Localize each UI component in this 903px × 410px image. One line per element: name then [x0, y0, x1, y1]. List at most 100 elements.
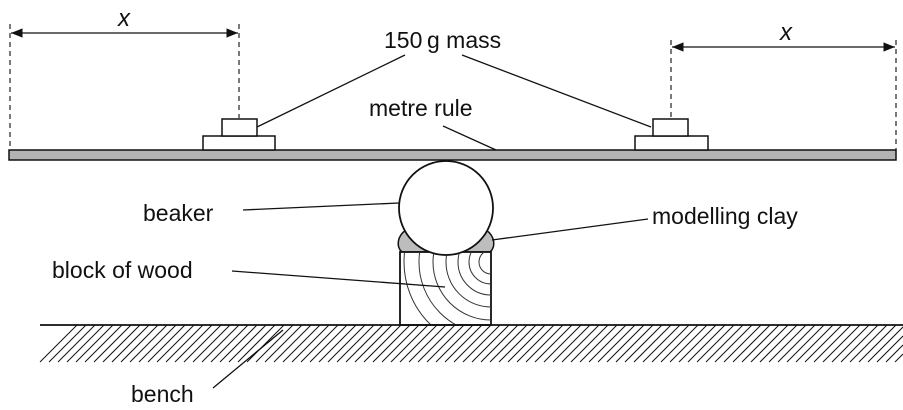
hatch-line [759, 324, 798, 363]
hatch-line [147, 324, 186, 363]
hatch-line [363, 324, 402, 363]
hatch-line [264, 324, 303, 363]
hatch-line [525, 324, 564, 363]
hatch-line [183, 324, 222, 363]
hatch-line [138, 324, 177, 363]
wood-grain [403, 252, 491, 325]
hatch-line [174, 324, 213, 363]
hatch-line [462, 324, 501, 363]
hatch-line [102, 324, 141, 363]
hatch-line [597, 324, 636, 363]
hatch-line [48, 324, 87, 363]
hatch-line [93, 324, 132, 363]
hatch-line [327, 324, 366, 363]
hatch-line [822, 324, 861, 363]
hatch-line [417, 324, 456, 363]
hatch-line [561, 324, 600, 363]
hatch-line [210, 324, 249, 363]
hatch-line [795, 324, 834, 363]
hatch-line [480, 324, 519, 363]
hatch-line [894, 353, 903, 363]
hatch-line [633, 324, 672, 363]
metre-rule-label: metre rule [369, 95, 473, 121]
hatch-line [66, 324, 105, 363]
hatch-line [651, 324, 690, 363]
hatch-line [741, 324, 780, 363]
hatch-line [426, 324, 465, 363]
hatch-line [552, 324, 591, 363]
hatch-line [543, 324, 582, 363]
hatch-line [714, 324, 753, 363]
hatch-line [201, 324, 240, 363]
hatch-line [444, 324, 483, 363]
hatch-line [390, 324, 429, 363]
hatch-line [615, 324, 654, 363]
hatch-line [732, 324, 771, 363]
hatch-line [813, 324, 852, 363]
hatch-line [345, 324, 384, 363]
hatch-line [660, 324, 699, 363]
hatch-line [120, 324, 159, 363]
modelling-clay-label: modelling clay [652, 203, 798, 229]
hatch-line [489, 324, 528, 363]
hatch-line [228, 324, 267, 363]
hatch-line [84, 324, 123, 363]
hatch-line [129, 324, 168, 363]
hatch-line [246, 324, 285, 363]
hatch-line [453, 324, 492, 363]
hatch-line [642, 324, 681, 363]
hatch-line [849, 324, 888, 363]
hatch-line [219, 324, 258, 363]
hatch-line [336, 324, 375, 363]
hatch-line [300, 324, 339, 363]
distance-right-label: x [779, 19, 793, 46]
hatch-line [831, 324, 870, 363]
hatch-line [669, 324, 708, 363]
distance-right-dimension: x [670, 19, 897, 150]
hatch-line [399, 324, 438, 363]
hatch-line [588, 324, 627, 363]
hatch-line [318, 324, 357, 363]
hatch-line [498, 324, 537, 363]
hatch-line [705, 324, 744, 363]
distance-left-label: x [117, 5, 131, 32]
hatch-line [75, 324, 114, 363]
hatch-line [570, 324, 609, 363]
hatch-line [156, 324, 195, 363]
hatch-line [840, 324, 879, 363]
distance-left-dimension: x [9, 5, 240, 150]
hatch-line [768, 324, 807, 363]
hatch-line [381, 324, 420, 363]
hatch-line [696, 324, 735, 363]
hatch-line [804, 324, 843, 363]
hatch-line [237, 324, 276, 363]
hatch-line [507, 324, 546, 363]
hatch-line [408, 324, 447, 363]
hatch-line [786, 324, 825, 363]
hatch-line [309, 324, 348, 363]
hatch-line [111, 324, 150, 363]
hatch-line [579, 324, 618, 363]
hatch-line [354, 324, 393, 363]
hatch-line [39, 324, 78, 363]
metre-rule [8, 149, 897, 161]
block-of-wood-label: block of wood [52, 257, 193, 283]
hatch-line [516, 324, 555, 363]
hatch-line [471, 324, 510, 363]
mass-right [634, 118, 709, 151]
beaker-label: beaker [143, 200, 214, 226]
hatch-line [282, 324, 321, 363]
hatch-line [255, 324, 294, 363]
beaker [398, 160, 494, 256]
hatch-line [192, 324, 231, 363]
bench-label: bench [131, 381, 194, 407]
hatch-line [291, 324, 330, 363]
mass-left [202, 118, 276, 151]
bench [39, 324, 903, 363]
bench-hatching [39, 324, 903, 363]
hatch-line [624, 324, 663, 363]
hatch-line [534, 324, 573, 363]
hatch-line [858, 324, 897, 363]
hatch-line [57, 324, 96, 363]
